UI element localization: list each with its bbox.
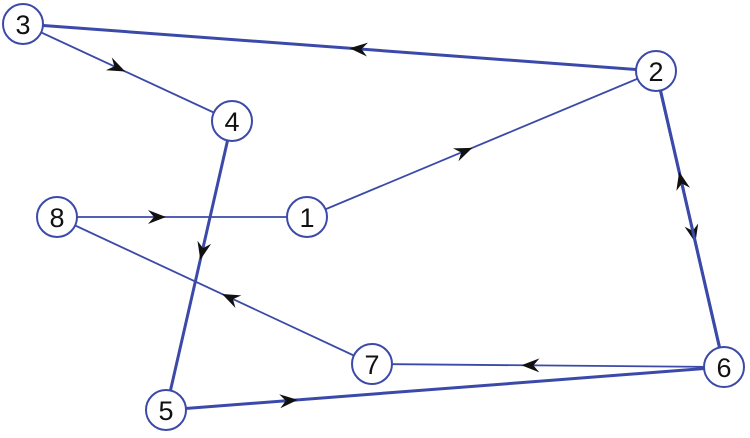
node-label-4: 4	[224, 107, 239, 137]
node-label-2: 2	[648, 57, 663, 87]
node-label-5: 5	[158, 396, 173, 426]
edge-6-2	[654, 69, 726, 369]
arrow-8-1	[148, 210, 166, 224]
edge-1-2	[306, 70, 657, 218]
edge-5-6	[164, 365, 726, 412]
edge-6-7	[371, 363, 725, 368]
node-label-3: 3	[15, 10, 30, 40]
node-2: 2	[635, 50, 677, 92]
node-circle-1	[286, 196, 328, 238]
node-circle-5	[145, 389, 187, 431]
arrow-6-7	[521, 358, 540, 373]
nodes-layer: 1 2 3 4 5 6 7 8	[2, 3, 745, 431]
node-8: 8	[36, 196, 78, 238]
node-circle-8	[36, 196, 78, 238]
arrow-1-2	[453, 147, 473, 162]
arrow-3-4	[105, 57, 126, 72]
node-7: 7	[351, 343, 393, 385]
node-circle-7	[351, 343, 393, 385]
node-label-6: 6	[716, 353, 731, 383]
node-circle-6	[703, 346, 745, 388]
arrow-2-3	[349, 42, 368, 57]
node-4: 4	[211, 100, 253, 142]
node-label-7: 7	[364, 350, 379, 380]
node-5: 5	[145, 389, 187, 431]
node-label-8: 8	[49, 203, 64, 233]
node-circle-3	[2, 3, 44, 45]
node-1: 1	[286, 196, 328, 238]
node-6: 6	[703, 346, 745, 388]
arrow-7-8	[222, 294, 242, 308]
node-circle-4	[211, 100, 253, 142]
node-label-1: 1	[299, 203, 314, 233]
edges-layer	[21, 22, 726, 412]
edge-4-5	[164, 119, 234, 412]
node-circle-2	[635, 50, 677, 92]
edge-7-8	[56, 216, 373, 365]
node-3: 3	[2, 3, 44, 45]
arrow-5-6	[279, 394, 298, 409]
edge-2-3	[21, 22, 658, 73]
edge-3-4	[22, 23, 233, 122]
arrow-6-2	[676, 171, 690, 191]
arrow-4-5	[197, 240, 212, 260]
